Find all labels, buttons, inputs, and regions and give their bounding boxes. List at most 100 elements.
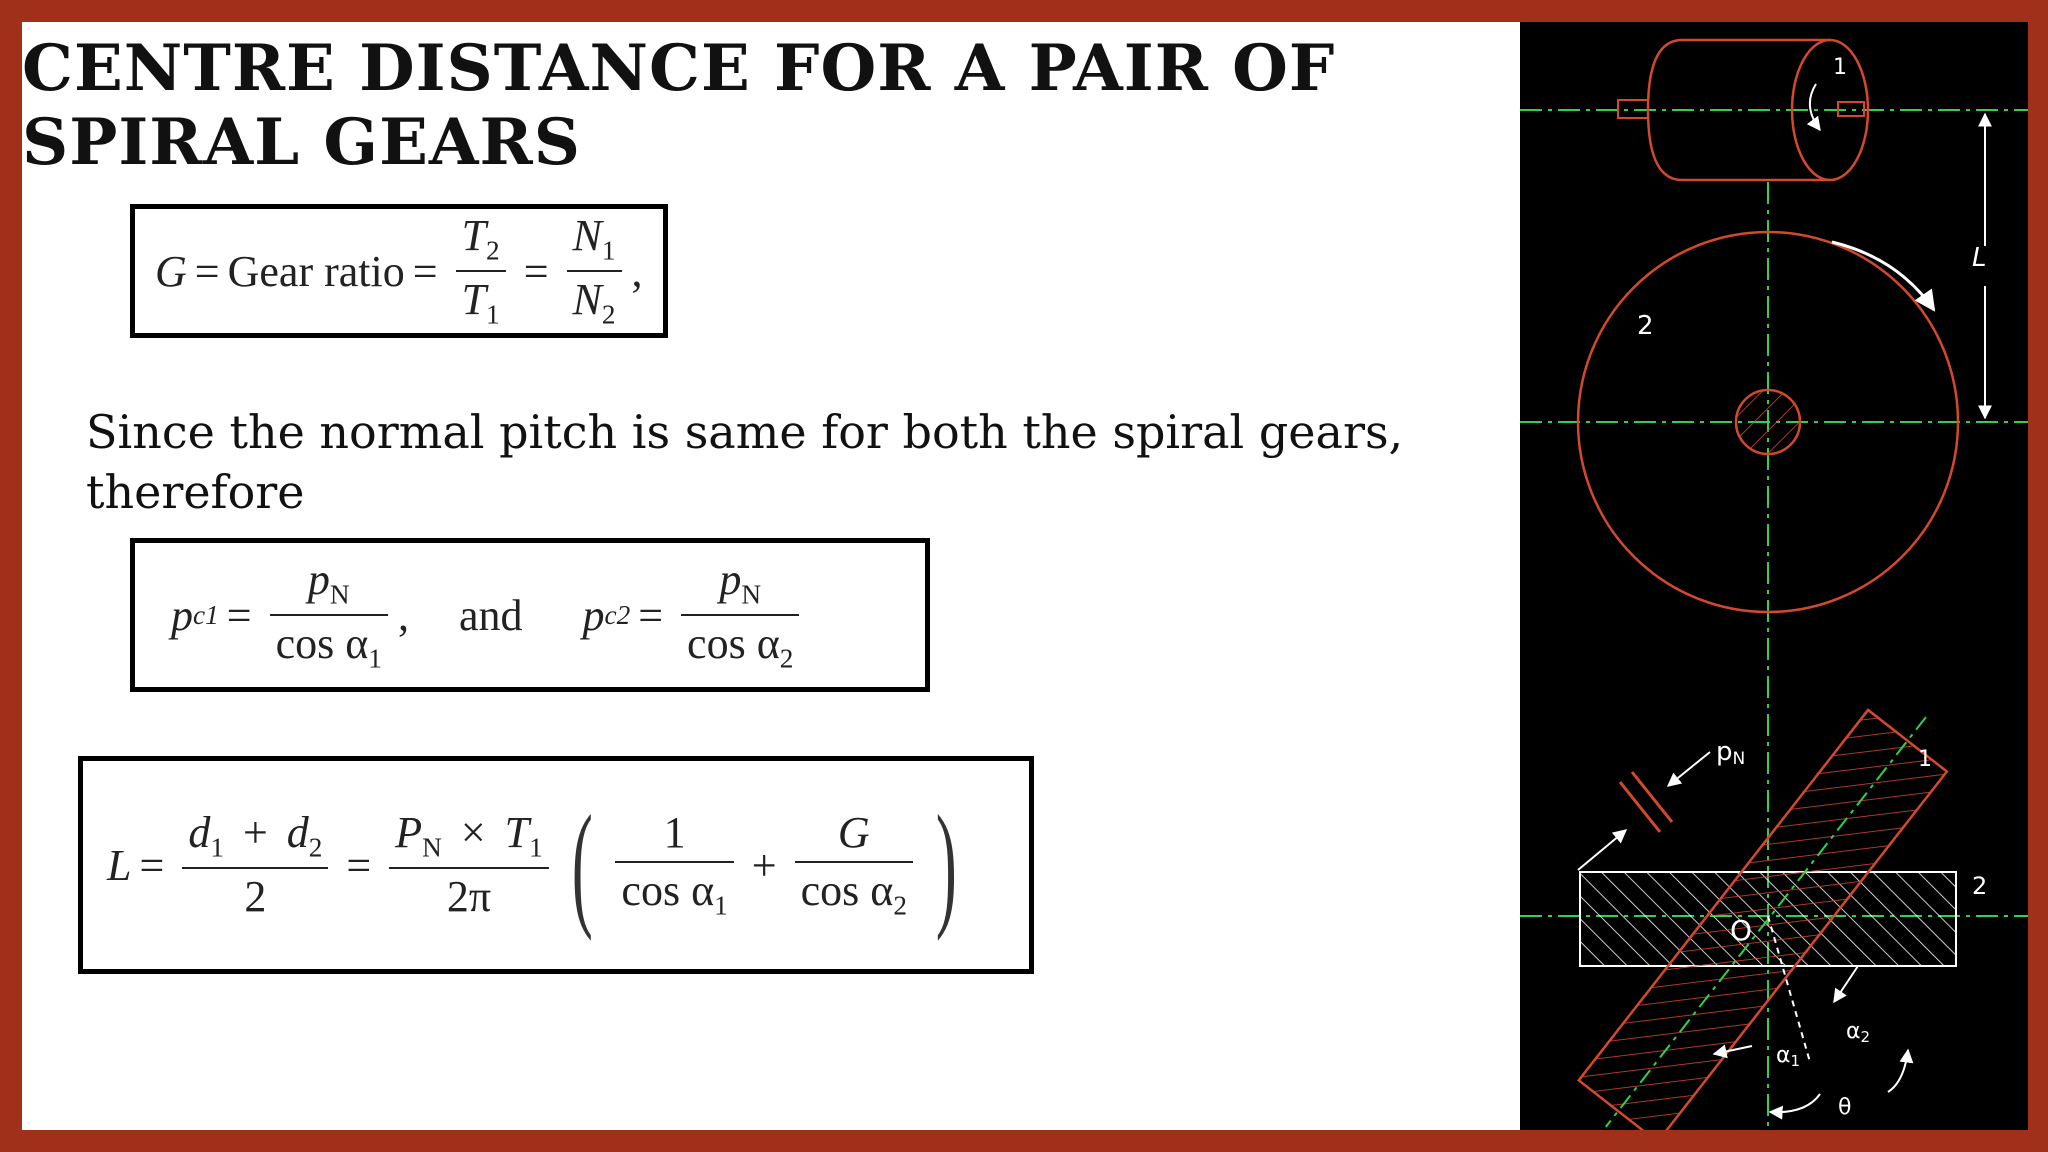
eq3-num-b-sub: 2 — [308, 832, 323, 863]
eq2-num2-sub: N — [741, 580, 762, 610]
gear-2-wheel — [1576, 230, 1960, 614]
label-L: L — [1972, 243, 1987, 273]
theta-arc — [1768, 1093, 1821, 1120]
eq3-f1-den-sub: 1 — [714, 890, 728, 921]
label-pN-p: p — [1716, 737, 1733, 767]
label-gear-1-top: 1 — [1833, 55, 1847, 80]
label-origin-O: O — [1730, 914, 1752, 947]
eq3-fraction-d: d1 + d2 2 — [182, 808, 329, 921]
label-alpha1-sub: 1 — [1791, 1052, 1801, 1070]
eq2-den1-sub: 1 — [368, 643, 382, 674]
eq3-f2-num: G — [837, 808, 870, 858]
eq3-equals-2: = — [346, 840, 372, 890]
title-line-2: SPIRAL GEARS — [22, 105, 581, 180]
alpha1-arrow — [1712, 1044, 1753, 1059]
eq1-den2-sub: 2 — [601, 299, 616, 330]
label-gear-1-bottom: 1 — [1918, 747, 1932, 772]
eq1-num2: N — [572, 211, 602, 261]
eq3-paren-close: ) — [935, 787, 957, 942]
eq2-num-sub: N — [329, 580, 350, 610]
eq2-den2-sub: 2 — [779, 643, 794, 674]
eq3-fraction-p: PN × T1 2π — [389, 808, 549, 921]
slide-content: CENTRE DISTANCE FOR A PAIR OF SPIRAL GEA… — [22, 22, 1520, 1130]
eq2-fraction-1: pN cos α1 — [269, 555, 388, 674]
eq2-num: p — [307, 555, 330, 605]
eq1-den1: T — [461, 275, 487, 324]
direction-arrow — [1833, 965, 1859, 1004]
eq2-num2: p — [719, 555, 742, 605]
eq1-equals-2: = — [412, 246, 438, 296]
normal-pitch-marker — [1577, 751, 1711, 871]
eq2-and: and — [458, 590, 523, 640]
eq3-equals: = — [139, 840, 165, 890]
eq3-num-b: d — [286, 808, 309, 858]
eq2-equals: = — [226, 590, 252, 640]
eq1-comma: , — [631, 246, 643, 296]
label-gear-2-top: 2 — [1637, 311, 1654, 341]
label-alpha2: α2 — [1846, 1019, 1870, 1046]
centre-distance-equation: L = d1 + d2 2 = PN × T1 2π — [83, 761, 1053, 969]
eq3-den: 2 — [244, 871, 267, 921]
eq3-num2-sub: N — [422, 832, 442, 863]
eq2-lhs2: p — [582, 590, 605, 640]
eq2-lhs2-sub: c2 — [604, 599, 631, 630]
eq3-num2-t: T — [504, 808, 530, 858]
eq3-f1-num: 1 — [663, 808, 686, 858]
helix-direction-line — [1767, 915, 1811, 1063]
label-gear-2-bottom: 2 — [1972, 872, 1987, 900]
eq2-fraction-2: pN cos α2 — [681, 555, 800, 674]
label-alpha2-a: α — [1846, 1019, 1861, 1044]
gear-1-cylinder — [1617, 38, 1870, 182]
label-alpha2-sub: 2 — [1861, 1028, 1871, 1046]
normal-pitch-paragraph: Since the normal pitch is same for both … — [86, 405, 1404, 519]
eq1-num2-sub: 1 — [601, 236, 616, 266]
eq1-equals-3: = — [523, 246, 549, 296]
eq3-num2: P — [395, 808, 423, 858]
alpha2-arrow — [1887, 1048, 1914, 1093]
eq3-paren-open: ( — [571, 787, 593, 942]
title-line-1: CENTRE DISTANCE FOR A PAIR OF — [22, 31, 1336, 106]
label-pN: pN — [1716, 737, 1745, 769]
eq1-den2: N — [572, 275, 602, 324]
eq3-fraction-1: 1 cos α1 — [615, 808, 734, 921]
eq3-den2: 2π — [446, 871, 492, 921]
eq3-times: × — [460, 808, 486, 858]
eq3-num2-t-sub: 1 — [529, 832, 543, 863]
eq2-equals-2: = — [638, 590, 664, 640]
eq1-lhs: G — [155, 246, 187, 296]
centre-distance-equation-box: L = d1 + d2 2 = PN × T1 2π — [78, 756, 1034, 974]
eq2-den2: cos α — [687, 619, 780, 668]
eq3-f2-den-sub: 2 — [893, 890, 907, 921]
gear-ratio-equation-box: G = Gear ratio = T2 T1 = N1 N2 , — [130, 204, 668, 338]
eq2-den1: cos α — [275, 619, 369, 668]
spiral-gears-diagram: 1 2 L pN 1 2 O α1 α2 θ — [1520, 38, 2028, 1144]
eq2-lhs1: p — [171, 590, 193, 640]
eq3-f1-den: cos α — [621, 866, 715, 916]
eq2-comma: , — [397, 590, 409, 640]
eq1-fraction-t: T2 T1 — [455, 211, 506, 330]
label-pN-sub: N — [1733, 749, 1746, 769]
eq3-fraction-g: G cos α2 — [794, 808, 913, 921]
eq3-plus: + — [242, 808, 268, 858]
label-alpha1: α1 — [1776, 1043, 1800, 1070]
eq1-den1-sub: 1 — [486, 299, 500, 330]
eq1-gear-ratio-text: Gear ratio — [227, 246, 405, 296]
slide-title: CENTRE DISTANCE FOR A PAIR OF SPIRAL GEA… — [22, 32, 1335, 180]
eq3-lhs: L — [107, 840, 132, 890]
eq3-f2-den: cos α — [800, 866, 894, 916]
eq3-num-a-sub: 1 — [210, 832, 224, 863]
label-theta: θ — [1838, 1095, 1851, 1120]
eq1-num1: T — [461, 211, 487, 261]
spiral-gears-figure: 1 2 L pN 1 2 O α1 α2 θ — [1520, 22, 2028, 1144]
gear-1-tooth-section — [1576, 708, 1949, 1144]
eq1-fraction-n: N1 N2 — [566, 211, 622, 330]
eq1-equals: = — [194, 246, 220, 296]
eq3-plus-2: + — [751, 840, 777, 890]
eq1-num1-sub: 2 — [486, 236, 500, 266]
eq2-lhs1-sub: c1 — [193, 599, 219, 630]
gear-ratio-equation: G = Gear ratio = T2 T1 = N1 N2 , — [135, 209, 683, 333]
label-alpha1-a: α — [1776, 1043, 1791, 1068]
eq3-num-a: d — [188, 808, 211, 858]
